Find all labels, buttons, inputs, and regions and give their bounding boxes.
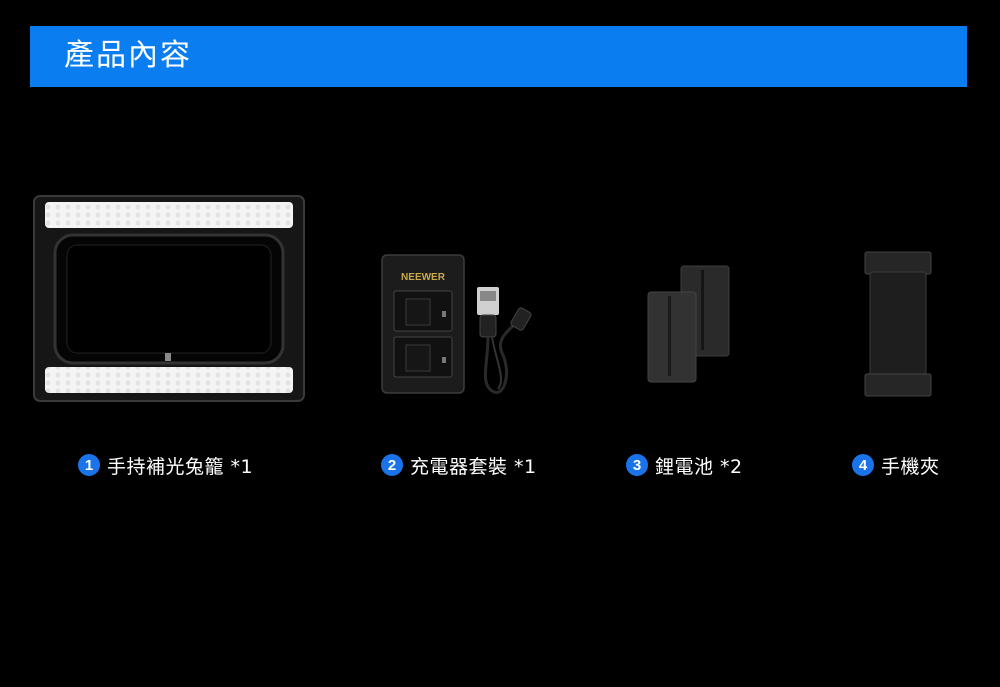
item-number-badge: 2 bbox=[381, 454, 403, 476]
item-label-2: 2 充電器套裝 *1 bbox=[381, 452, 537, 478]
charger-brand-logo: NEEWER bbox=[401, 272, 446, 283]
item-number-badge: 1 bbox=[78, 454, 100, 476]
product-image-batteries bbox=[645, 264, 735, 384]
item-label-1: 1 手持補光兔籠 *1 bbox=[78, 452, 253, 478]
item-name: 充電器套裝 *1 bbox=[410, 455, 537, 478]
item-number-badge: 3 bbox=[626, 454, 648, 476]
item-label-3: 3 鋰電池 *2 bbox=[626, 452, 743, 478]
page-title: 產品內容 bbox=[64, 38, 192, 73]
item-label-4: 4 手機夾 bbox=[852, 452, 940, 478]
item-name: 鋰電池 *2 bbox=[655, 455, 743, 478]
item-name: 手持補光兔籠 *1 bbox=[107, 455, 254, 478]
product-image-light-cage bbox=[33, 195, 305, 403]
item-number-badge: 4 bbox=[852, 454, 874, 476]
item-name: 手機夾 bbox=[881, 455, 940, 478]
product-image-phone-clip bbox=[862, 250, 934, 400]
product-image-charger-kit: NEEWER bbox=[380, 253, 540, 398]
header-bar: 產品內容 bbox=[30, 26, 967, 87]
